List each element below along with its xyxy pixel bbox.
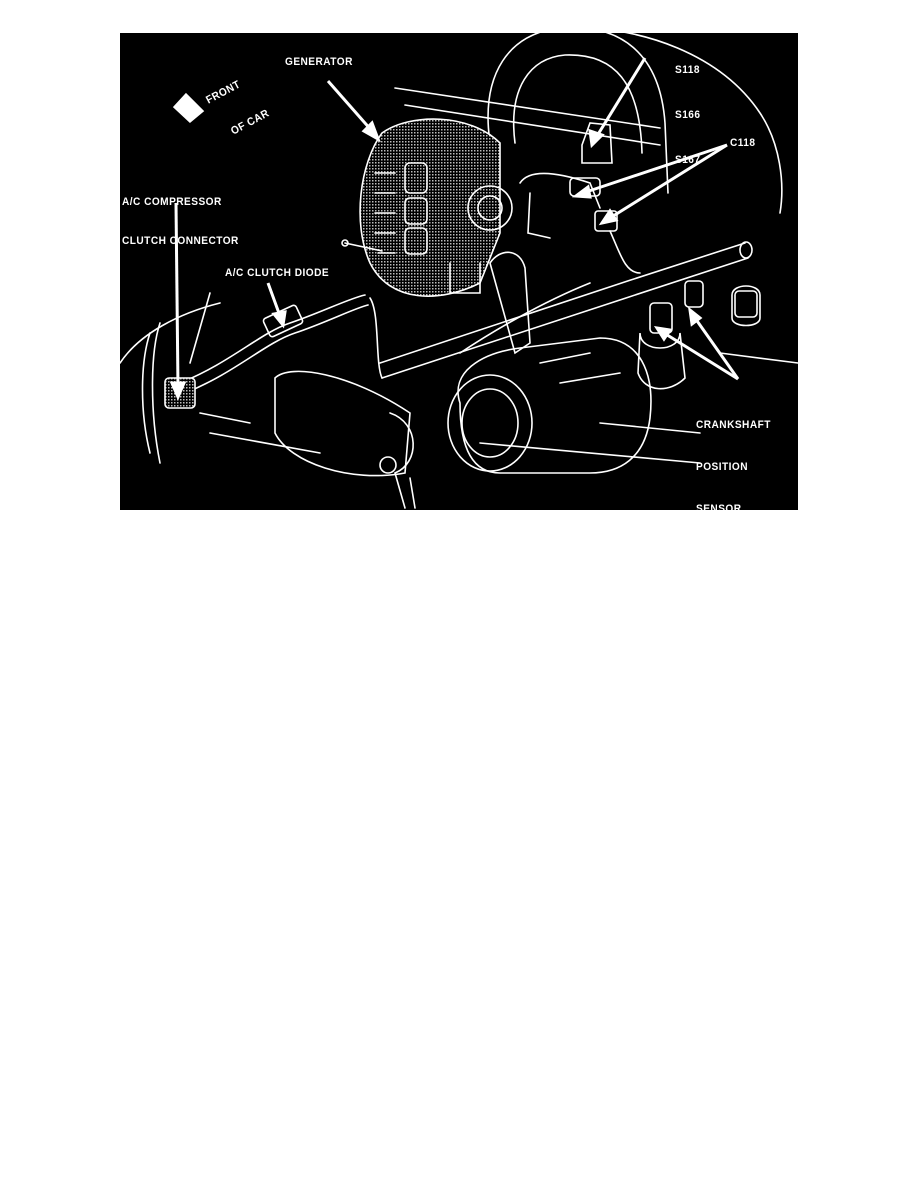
crankshaft-line3: SENSOR	[696, 503, 742, 510]
engine-line-art	[120, 33, 798, 509]
splice-s166-label: S166	[675, 109, 701, 121]
splice-labels: S118 S166 S167	[675, 33, 700, 198]
ac-clutch-diode-label: A/C CLUTCH DIODE	[225, 267, 330, 279]
c118-connector-label: C118	[730, 137, 756, 149]
front-of-car-line2: OF CAR	[229, 107, 272, 138]
front-of-car-arrow-icon	[172, 92, 205, 123]
generator-drawing	[359, 118, 513, 297]
ac-compressor-line1: A/C COMPRESSOR	[122, 196, 222, 208]
generator-label: GENERATOR	[285, 56, 353, 68]
front-of-car-line1: FRONT	[204, 78, 243, 107]
splice-s167-label: S167	[675, 154, 701, 166]
crankshaft-line1: CRANKSHAFT	[696, 419, 771, 431]
ac-compressor-line2: CLUTCH CONNECTOR	[122, 235, 239, 247]
callout-arrows	[169, 57, 740, 401]
ac-compressor-clutch-connector-label: A/C COMPRESSOR CLUTCH CONNECTOR	[122, 170, 239, 274]
splice-s118-label: S118	[675, 64, 700, 76]
crankshaft-line2: POSITION	[696, 461, 749, 473]
crankshaft-position-sensor-label: CRANKSHAFT POSITION SENSOR	[696, 390, 771, 510]
engine-component-diagram: GENERATOR FRONT OF CAR A/C COMPRESSOR CL…	[120, 33, 798, 510]
